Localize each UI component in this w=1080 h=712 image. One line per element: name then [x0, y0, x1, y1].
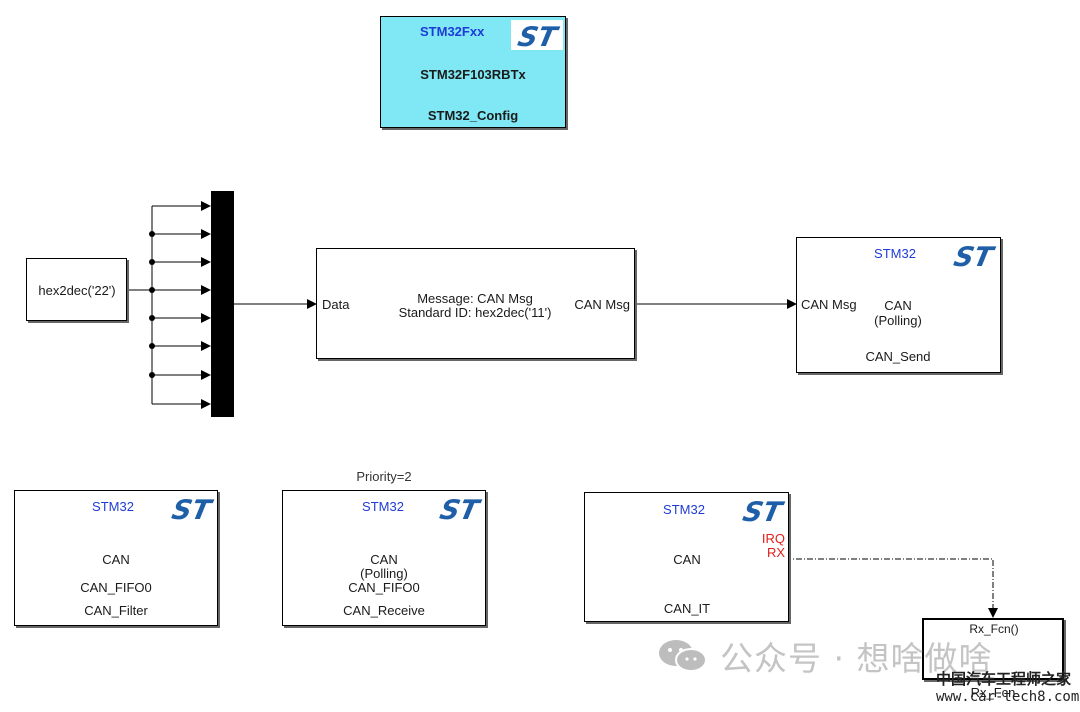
- rx-fcn-trigger-label: Rx_Fcn(): [969, 622, 1019, 636]
- constant-value: hex2dec('22'): [38, 283, 116, 298]
- can-it-block[interactable]: STM32 ST CAN IRQ RX CAN_IT: [584, 492, 789, 622]
- can-pack-output-port: CAN Msg: [574, 297, 630, 312]
- can-send-can-label: CAN: [884, 298, 912, 313]
- can-pack-block[interactable]: Data Message: CAN Msg Standard ID: hex2d…: [316, 248, 635, 359]
- can-it-brand: STM32: [663, 502, 705, 517]
- can-receive-mode-label: (Polling): [360, 566, 408, 581]
- st-logo-icon: ST: [740, 497, 787, 525]
- mux-input-wires: [152, 201, 211, 409]
- site-watermark-url: www.car-tech8.com: [936, 689, 1080, 705]
- constant-block[interactable]: hex2dec('22'): [26, 258, 127, 321]
- can-it-irq-port: IRQ: [761, 531, 785, 546]
- rx-fcn-name-label: Rx_Fcn: [970, 685, 1016, 700]
- st-logo-icon: ST: [437, 495, 484, 523]
- stm32-config-block[interactable]: STM32Fxx STM32F103RBTx STM32_Config ST: [380, 16, 566, 128]
- can-receive-name-label: CAN_Receive: [343, 603, 425, 618]
- wechat-watermark: 公众号 · 想啥做啥: [656, 636, 992, 678]
- can-pack-id-label: Standard ID: hex2dec('11'): [398, 305, 552, 320]
- can-send-brand: STM32: [874, 246, 916, 261]
- can-receive-block[interactable]: STM32 ST CAN (Polling) CAN_FIFO0 CAN_Rec…: [282, 490, 486, 626]
- svg-text:ST: ST: [951, 242, 998, 270]
- wechat-icon: [659, 640, 707, 672]
- config-chip-label: STM32F103RBTx: [420, 67, 526, 82]
- st-logo-icon: ST: [169, 495, 216, 523]
- can-pack-input-port: Data: [322, 297, 350, 312]
- can-send-mode-label: (Polling): [874, 313, 922, 328]
- rx-fcn-subsystem-block[interactable]: Rx_Fcn(): [922, 618, 1064, 680]
- can-it-rx-port: RX: [766, 545, 785, 560]
- can-receive-priority-label: Priority=2: [356, 469, 412, 484]
- config-family-label: STM32Fxx: [420, 24, 485, 39]
- svg-text:ST: ST: [740, 497, 787, 525]
- can-filter-fifo-label: CAN_FIFO0: [80, 580, 152, 595]
- can-send-input-port: CAN Msg: [801, 297, 857, 312]
- can-receive-fifo-label: CAN_FIFO0: [348, 580, 420, 595]
- can-receive-can-label: CAN: [370, 552, 398, 567]
- wechat-watermark-text: 公众号 · 想啥做啥: [720, 639, 993, 678]
- mux-block[interactable]: [211, 191, 234, 417]
- branch-points: [149, 231, 155, 378]
- can-filter-can-label: CAN: [102, 552, 130, 567]
- config-name-label: STM32_Config: [427, 108, 519, 123]
- can-send-block[interactable]: STM32 ST CAN Msg CAN (Polling) CAN_Send: [796, 237, 1001, 373]
- can-filter-name-label: CAN_Filter: [84, 603, 148, 618]
- can-it-can-label: CAN: [673, 552, 701, 567]
- st-logo-icon: ST: [951, 242, 998, 270]
- st-logo-icon: ST: [511, 20, 563, 50]
- svg-text:ST: ST: [169, 495, 216, 523]
- can-receive-brand: STM32: [362, 499, 404, 514]
- site-watermark-cn: 中国汽车工程师之家: [936, 670, 1072, 688]
- svg-text:ST: ST: [437, 495, 484, 523]
- can-it-name-label: CAN_IT: [663, 601, 711, 616]
- can-pack-message-label: Message: CAN Msg: [417, 291, 533, 306]
- svg-text:ST: ST: [515, 22, 562, 50]
- can-filter-block[interactable]: STM32 ST CAN CAN_FIFO0 CAN_Filter: [14, 490, 218, 626]
- can-filter-brand: STM32: [92, 499, 134, 514]
- can-send-name-label: CAN_Send: [865, 349, 931, 364]
